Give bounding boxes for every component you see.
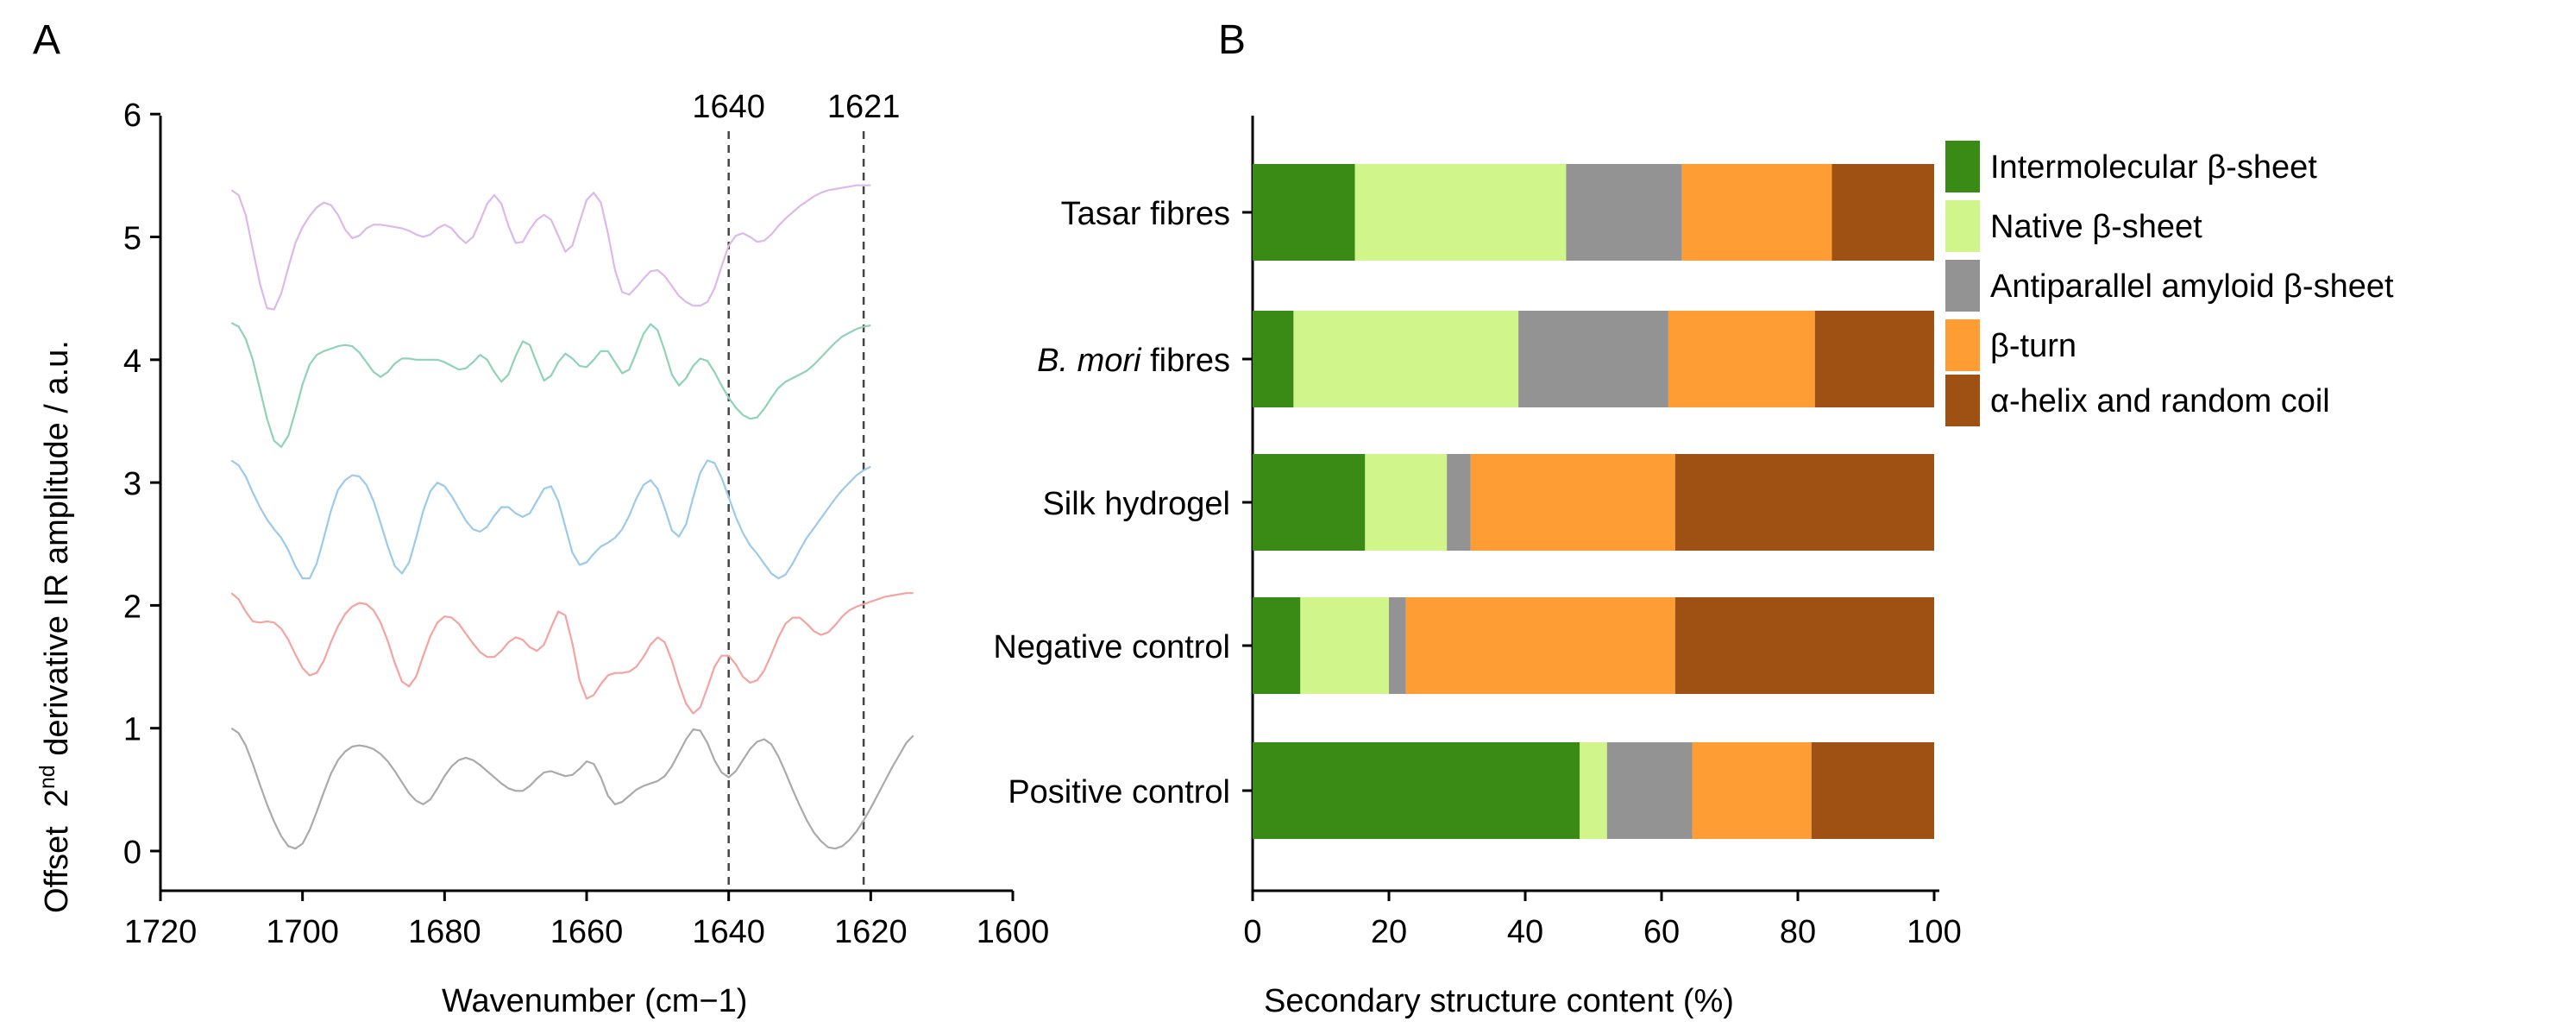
- a-y-tick-label: 1: [123, 712, 141, 748]
- b-bar-segment: [1681, 164, 1832, 261]
- a-y-tick-label: 0: [123, 835, 141, 871]
- b-category-label-part: Silk hydrogel: [1042, 486, 1230, 522]
- b-bar-segment: [1447, 454, 1471, 551]
- a-reference-label: 1640: [692, 89, 765, 125]
- panel-a-line-chart: 0 1 2 3 4 5 6 1720 1700 1680 1660 1640 1620 1600 164…: [35, 89, 1049, 1019]
- b-category-label-part: Positive control: [1008, 774, 1230, 810]
- a-x-tick-label: 1640: [692, 914, 765, 950]
- a-reference-label: 1621: [827, 89, 901, 125]
- b-bar-segment: [1253, 164, 1355, 261]
- a-spectrum-line: [230, 459, 871, 580]
- b-category-label: B. mori fibres: [1037, 343, 1230, 379]
- a-y-label-sup: nd: [35, 765, 60, 789]
- b-x-tick-label: 0: [1243, 914, 1261, 950]
- a-y-tick-label: 4: [123, 344, 141, 380]
- b-bar-segment: [1811, 742, 1934, 839]
- a-reference-lines: 1640 1621: [692, 89, 900, 891]
- b-bar-segment: [1668, 311, 1815, 407]
- b-legend-label: Intermolecular β-sheet: [1990, 149, 2317, 186]
- b-legend-swatch: [1945, 375, 1980, 426]
- b-x-tick-label: 80: [1780, 914, 1816, 950]
- b-category-label-part: fibres: [1141, 343, 1230, 379]
- b-x-ticks: 0 20 40 60 80 100: [1243, 891, 1962, 950]
- b-x-tick-label: 60: [1643, 914, 1680, 950]
- a-x-tick-label: 1680: [408, 914, 481, 950]
- b-x-tick-label: 40: [1507, 914, 1543, 950]
- a-x-tick-label: 1660: [550, 914, 624, 950]
- b-category-label-part: Negative control: [993, 629, 1230, 665]
- b-x-axis-label: Secondary structure content (%): [1264, 983, 1734, 1019]
- b-bar-segment: [1606, 742, 1693, 839]
- b-bar-segment: [1674, 597, 1934, 694]
- b-category-label: Tasar fibres: [1061, 196, 1230, 232]
- a-x-ticks: 1720 1700 1680 1660 1640 1620 1600: [124, 891, 1050, 950]
- b-bar-segment: [1831, 164, 1934, 261]
- a-spectra: [230, 184, 914, 850]
- a-y-tick-label: 6: [123, 98, 141, 134]
- b-x-tick-label: 20: [1371, 914, 1407, 950]
- b-bar-segment: [1389, 597, 1406, 694]
- panel-a-label: A: [33, 17, 60, 63]
- b-category-label-part: B. mori: [1037, 343, 1142, 379]
- a-y-label-rest: derivative IR amplitude / a.u.: [39, 340, 75, 765]
- b-bar-segment: [1518, 311, 1668, 407]
- b-bar-segment: [1470, 454, 1675, 551]
- a-spectrum-line: [230, 727, 914, 850]
- a-y-ticks: 0 1 2 3 4 5 6: [123, 98, 160, 871]
- b-legend-swatch: [1945, 319, 1980, 371]
- b-legend-label: β-turn: [1990, 328, 2077, 364]
- a-x-tick-label: 1620: [834, 914, 908, 950]
- b-bar-segment: [1253, 597, 1301, 694]
- a-x-axis-label: Wavenumber (cm−1): [442, 983, 747, 1019]
- b-category-label: Negative control: [993, 629, 1230, 665]
- a-y-tick-label: 2: [123, 589, 141, 625]
- b-legend-label: α-helix and random coil: [1990, 383, 2330, 419]
- b-category-label: Silk hydrogel: [1042, 486, 1230, 522]
- panel-b-label: B: [1218, 17, 1246, 63]
- a-spectrum-line: [230, 322, 871, 448]
- b-bar-segment: [1354, 164, 1567, 261]
- b-bar-segment: [1253, 311, 1294, 407]
- b-bar-segment: [1300, 597, 1389, 694]
- b-category-label: Positive control: [1008, 774, 1230, 810]
- b-legend-label: Native β-sheet: [1990, 209, 2202, 245]
- a-y-tick-label: 3: [123, 466, 141, 502]
- b-bar-segment: [1365, 454, 1448, 551]
- b-bar-segment: [1814, 311, 1934, 407]
- b-bar-segment: [1253, 742, 1580, 839]
- b-bar-segment: [1293, 311, 1519, 407]
- b-bar-segment: [1692, 742, 1812, 839]
- b-bar-segment: [1405, 597, 1675, 694]
- a-x-tick-label: 1600: [977, 914, 1050, 950]
- a-y-label-offset: Offset: [39, 826, 75, 913]
- b-legend-swatch: [1945, 200, 1980, 252]
- a-y-axis-label: Offset 2nd derivative IR amplitude / a.u.: [35, 340, 75, 913]
- b-bar-segment: [1580, 742, 1607, 839]
- a-x-tick-label: 1700: [266, 914, 339, 950]
- b-bar-segment: [1674, 454, 1934, 551]
- b-legend-label: Antiparallel amyloid β-sheet: [1990, 268, 2394, 305]
- a-spectrum-line: [230, 592, 914, 715]
- a-y-label-main: 2: [39, 789, 75, 807]
- b-bar-segment: [1566, 164, 1682, 261]
- b-bars: [1253, 164, 1934, 839]
- b-category-label-part: Tasar fibres: [1061, 196, 1230, 232]
- b-bar-segment: [1253, 454, 1366, 551]
- b-x-tick-label: 100: [1907, 914, 1961, 950]
- a-y-tick-label: 5: [123, 221, 141, 257]
- a-x-tick-label: 1720: [124, 914, 198, 950]
- b-legend-swatch: [1945, 260, 1980, 312]
- a-spectrum-line: [230, 184, 871, 311]
- b-legend-swatch: [1945, 141, 1980, 192]
